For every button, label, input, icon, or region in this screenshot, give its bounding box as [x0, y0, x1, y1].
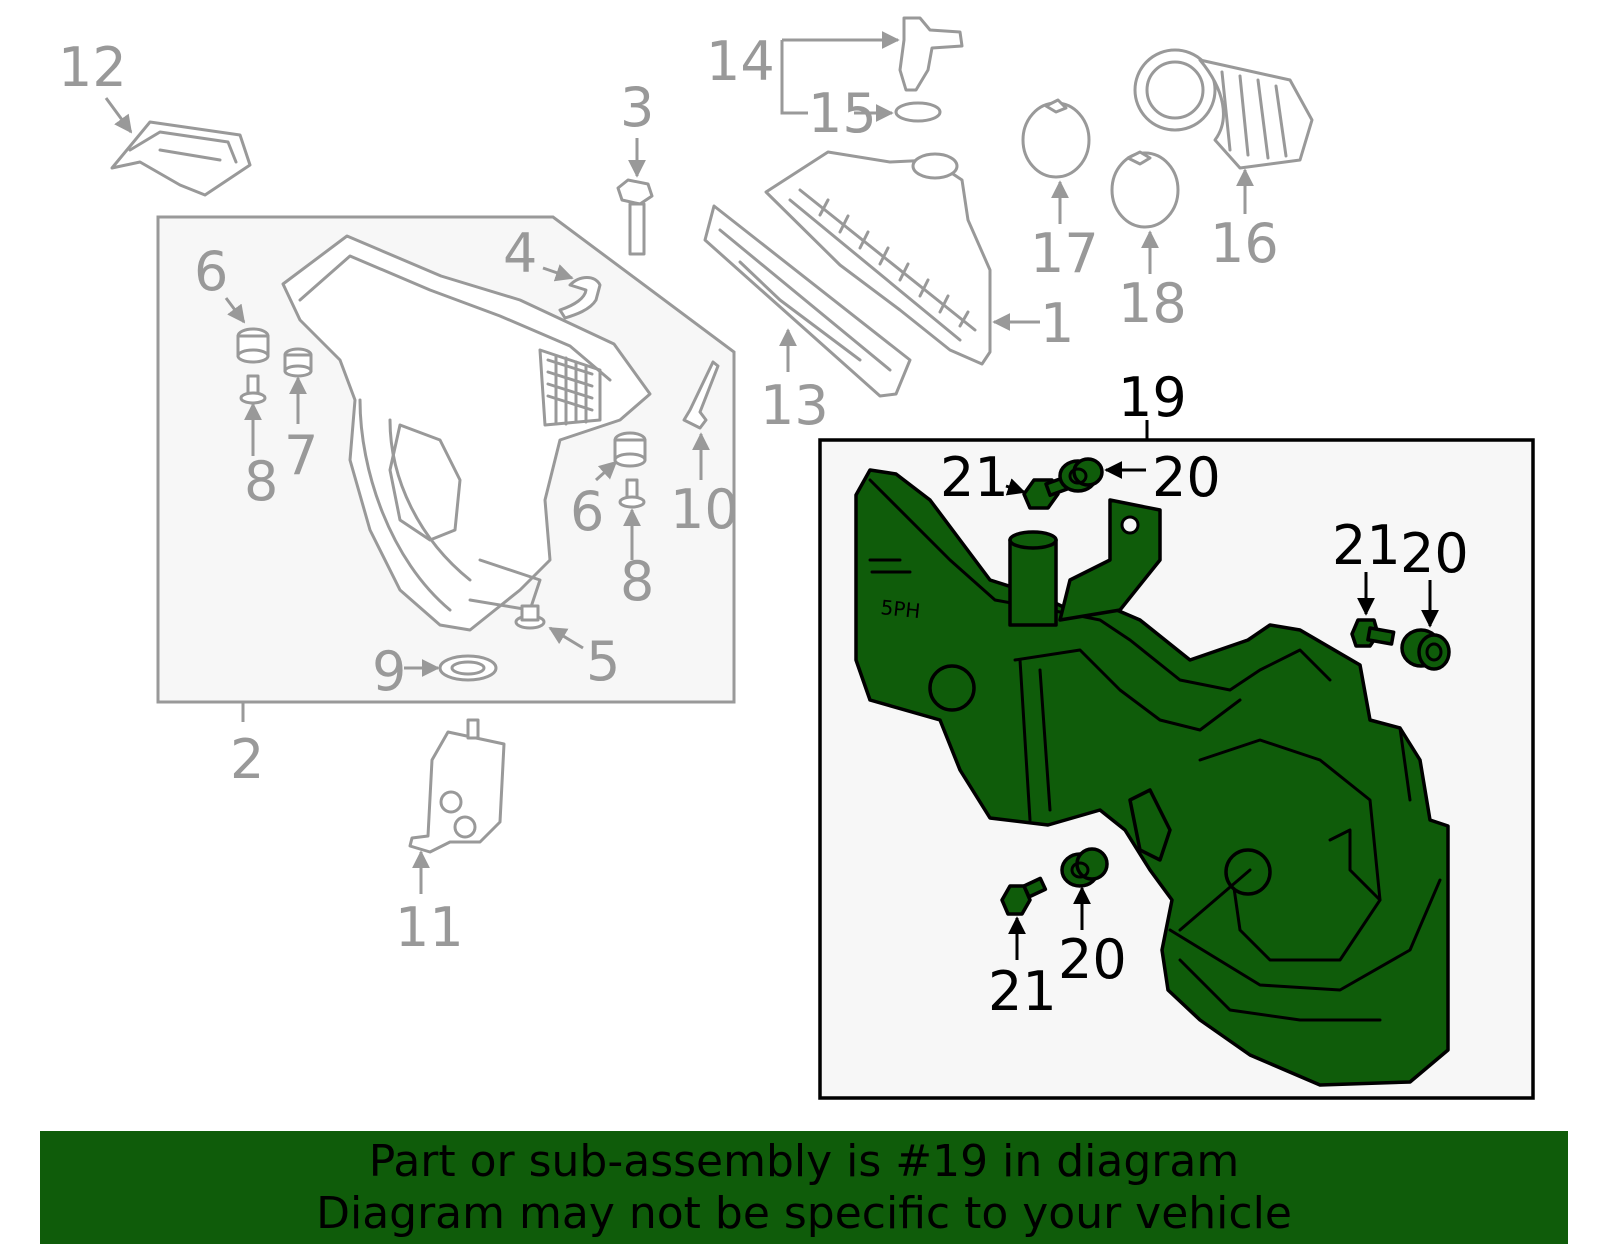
sensor-10 — [682, 360, 720, 430]
callout-2: 2 — [230, 728, 264, 791]
grommet-20-top — [1058, 457, 1104, 493]
callout-7: 7 — [284, 424, 318, 487]
bracket-11 — [408, 718, 506, 894]
callout-14: 14 — [706, 30, 775, 93]
callout-9: 9 — [372, 640, 406, 703]
callout-15: 15 — [808, 82, 877, 145]
bracket-12 — [104, 97, 252, 197]
lower-housing-19 — [854, 468, 1450, 1087]
callout-19: 19 — [1118, 366, 1187, 429]
assembly-19-group: 5PH — [818, 420, 1535, 1100]
duct-16 — [1133, 48, 1314, 214]
grommet-6-left — [236, 327, 270, 364]
callout-18: 18 — [1118, 272, 1187, 335]
callout-11: 11 — [395, 896, 464, 959]
info-banner: Part or sub-assembly is #19 in diagram D… — [40, 1131, 1568, 1244]
grommet-7 — [283, 347, 313, 378]
grommet-20-right — [1400, 628, 1451, 671]
callout-3: 3 — [620, 76, 654, 139]
callout-8-left: 8 — [244, 450, 278, 513]
grommet-20-bottom — [1060, 847, 1109, 888]
bolt-3 — [616, 138, 654, 256]
callout-6-left: 6 — [194, 240, 228, 303]
callout-20-top: 20 — [1152, 446, 1221, 509]
banner-line-1: Part or sub-assembly is #19 in diagram — [368, 1135, 1240, 1187]
callout-6-right: 6 — [570, 480, 604, 543]
callout-20-bottom: 20 — [1058, 928, 1127, 991]
callout-12: 12 — [58, 36, 127, 99]
grommet-5 — [514, 604, 546, 630]
callout-5: 5 — [586, 630, 620, 693]
lower-housing-drawing — [281, 234, 652, 632]
clamp-17 — [1021, 98, 1091, 224]
callout-4: 4 — [503, 222, 537, 285]
callout-20-right: 20 — [1400, 522, 1469, 585]
bolt-21-bottom — [1000, 876, 1048, 916]
callout-21-bottom: 21 — [988, 960, 1057, 1023]
grommet-6-right — [613, 431, 647, 468]
seal-9 — [438, 654, 498, 682]
callout-16: 16 — [1210, 212, 1279, 275]
callout-1: 1 — [1040, 292, 1074, 355]
callout-13: 13 — [760, 374, 829, 437]
callout-21-right: 21 — [1332, 514, 1401, 577]
clamp-18 — [1110, 150, 1180, 274]
clip-4 — [558, 276, 602, 320]
air-cleaner-cover-1 — [764, 150, 1040, 366]
callout-17: 17 — [1030, 222, 1099, 285]
callout-8-right: 8 — [620, 550, 654, 613]
part-marking-text: 5PH — [879, 595, 921, 623]
sensor-14 — [780, 16, 964, 123]
air-box-assembly-group — [156, 215, 736, 722]
banner-line-2: Diagram may not be specific to your vehi… — [316, 1187, 1292, 1239]
bolt-21-right — [1350, 618, 1396, 648]
callout-21-top: 21 — [940, 446, 1009, 509]
callout-10: 10 — [670, 478, 739, 541]
filter-13 — [703, 204, 912, 398]
bolt-21-top — [1022, 476, 1069, 510]
bolt-8-right — [618, 478, 646, 509]
